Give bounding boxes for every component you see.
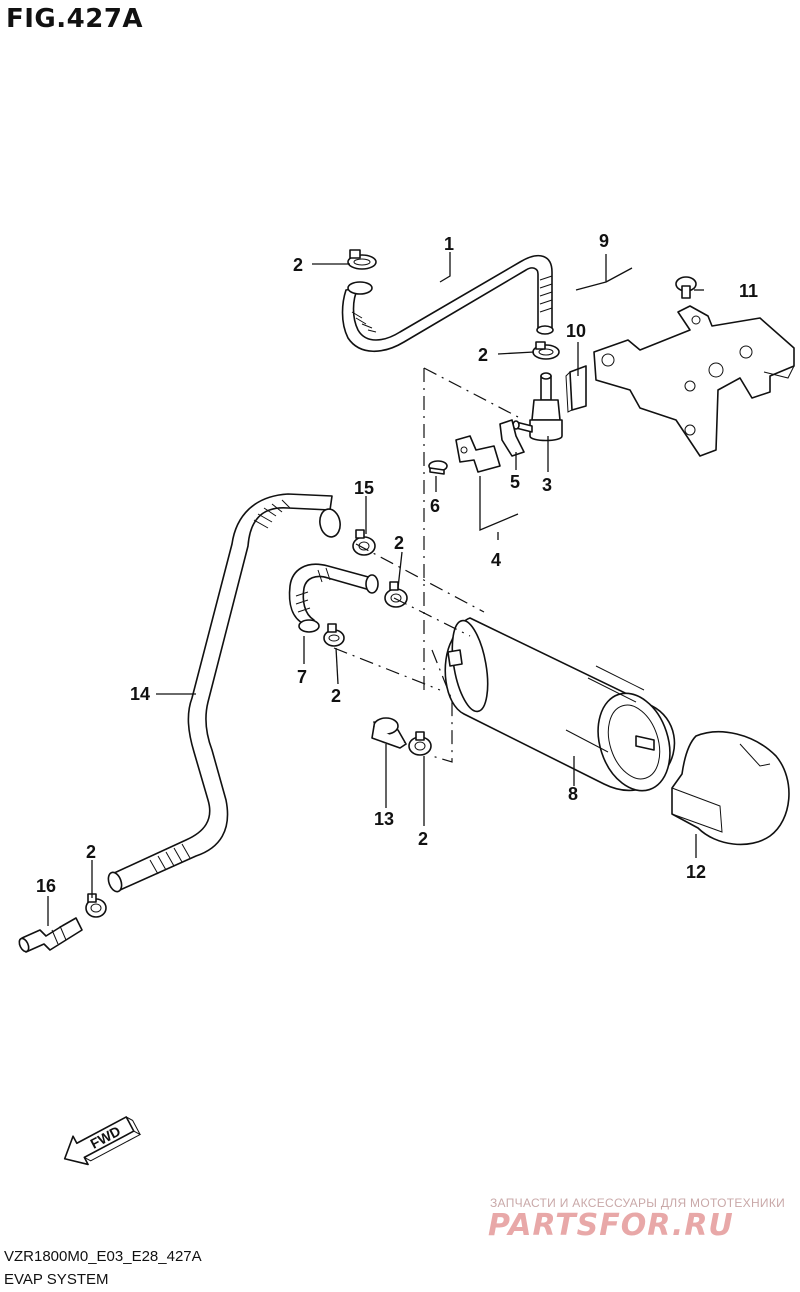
holder-bracket-4[interactable]: [455, 435, 501, 473]
callout-4[interactable]: 4: [491, 550, 501, 570]
cap-12[interactable]: [671, 730, 790, 846]
clamp-2-valve[interactable]: [532, 341, 560, 360]
callout-11[interactable]: 11: [739, 281, 758, 301]
fwd-arrow-icon: FWD: [63, 1116, 142, 1166]
figure-title: FIG.427A: [6, 4, 144, 34]
callout-15[interactable]: 15: [354, 478, 374, 498]
callout-16[interactable]: 16: [36, 876, 56, 896]
watermark-tagline: ЗАПЧАСТИ И АКСЕССУАРЫ ДЛЯ МОТОТЕХНИКИ: [490, 1196, 786, 1210]
screw-6[interactable]: [428, 460, 448, 475]
clamp-2-hose13[interactable]: [408, 731, 432, 756]
clamp-5[interactable]: [499, 419, 525, 457]
hose-1[interactable]: [341, 254, 554, 352]
bolt-11[interactable]: [675, 276, 697, 299]
callout-2[interactable]: 2: [86, 842, 96, 862]
clamp-2-top[interactable]: [347, 249, 377, 270]
hose-13[interactable]: [371, 717, 407, 749]
hose-7[interactable]: [288, 563, 379, 633]
model-code: VZR1800M0_E03_E28_427A: [4, 1248, 202, 1265]
bracket-9[interactable]: [593, 305, 795, 457]
callout-10[interactable]: 10: [566, 321, 586, 341]
fwd-label: FWD: [87, 1123, 123, 1152]
canister-8[interactable]: [444, 617, 682, 800]
assembly-lines: [333, 367, 521, 763]
joint-16[interactable]: [17, 917, 83, 953]
callout-8[interactable]: 8: [568, 784, 578, 804]
callout-1[interactable]: 1: [444, 234, 454, 254]
callout-2[interactable]: 2: [478, 345, 488, 365]
callout-2[interactable]: 2: [331, 686, 341, 706]
callout-3[interactable]: 3: [542, 475, 552, 495]
clamp-2-left[interactable]: [85, 893, 107, 918]
leader-lines: [47, 252, 704, 926]
callout-7[interactable]: 7: [297, 667, 307, 687]
hose-14[interactable]: [106, 493, 342, 893]
clamp-15[interactable]: [352, 529, 376, 556]
watermark-logo: PARTSFOR.RU: [488, 1208, 734, 1243]
clamp-2-lower[interactable]: [323, 623, 345, 647]
valve-3[interactable]: [512, 372, 563, 442]
callout-12[interactable]: 12: [686, 862, 706, 882]
callout-13[interactable]: 13: [374, 809, 394, 829]
callout-6[interactable]: 6: [430, 496, 440, 516]
callout-2[interactable]: 2: [394, 533, 404, 553]
callout-9[interactable]: 9: [599, 231, 609, 251]
callout-2[interactable]: 2: [418, 829, 428, 849]
callout-2[interactable]: 2: [293, 255, 303, 275]
clamp-2-mid[interactable]: [384, 581, 408, 608]
clip-10[interactable]: [565, 365, 587, 413]
callout-14[interactable]: 14: [130, 684, 150, 704]
callout-5[interactable]: 5: [510, 472, 520, 492]
section-name: EVAP SYSTEM: [4, 1271, 109, 1288]
